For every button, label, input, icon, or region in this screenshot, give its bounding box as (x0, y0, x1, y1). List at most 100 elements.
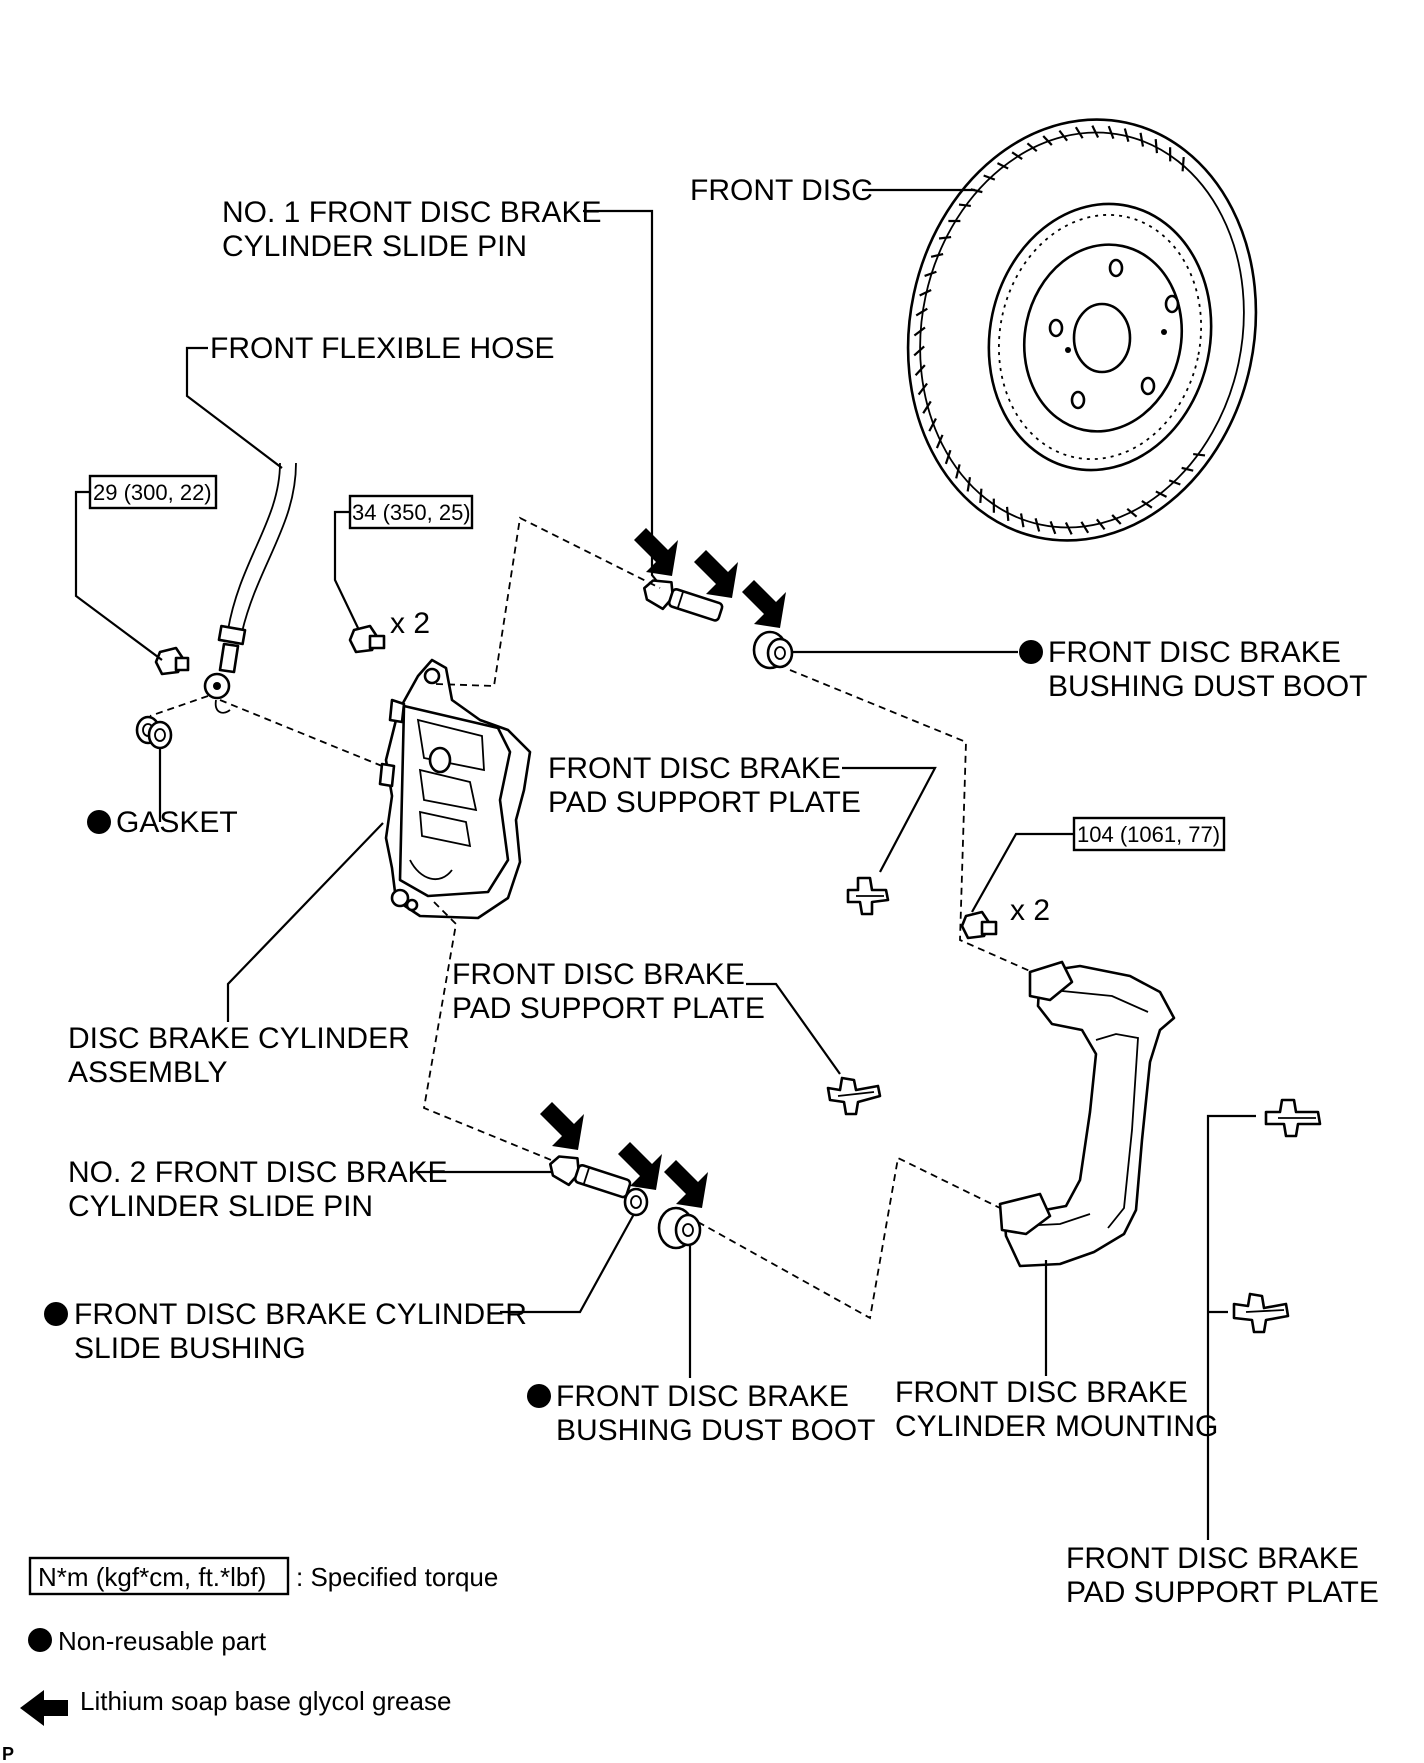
label-cylinder-assembly-line1: DISC BRAKE CYLINDER (68, 1022, 410, 1055)
disc-vent-slot (1155, 490, 1168, 498)
disc-vent-slot (1154, 139, 1159, 154)
label-slide-pin-1-line2: CYLINDER SLIDE PIN (222, 230, 527, 263)
slide-bushing (623, 1187, 649, 1217)
disc-vent-slot (1026, 142, 1038, 153)
bushing-dust-boot-top (752, 630, 794, 670)
label-support-plate-mid-line2: PAD SUPPORT PLATE (548, 786, 861, 819)
disc-vent-slot (1019, 513, 1025, 528)
torque-box-hose-bolt (88, 474, 218, 510)
legend: N*m (kgf*cm, ft.*lbf) : Specified torque… (20, 1556, 498, 1726)
disc-vent-slot (983, 174, 996, 181)
arrow-left-icon (20, 1690, 68, 1726)
disc-vent-slot (1095, 518, 1106, 531)
torque-box-mounting-bolt (1072, 816, 1226, 852)
label-cylinder-mounting-line1: FRONT DISC BRAKE (895, 1376, 1188, 1409)
pad-support-plate-lower (826, 1076, 882, 1116)
label-slide-bushing-line2: SLIDE BUSHING (74, 1332, 306, 1365)
disc-vent-slot (914, 364, 926, 376)
label-gasket: GASKET (116, 806, 238, 839)
disc-vent-slot (958, 203, 971, 208)
label-cylinder-assembly-line2: ASSEMBLY (68, 1056, 228, 1089)
cylinder-bolt (348, 624, 386, 654)
torque-mounting-bolt: 104 (1061, 77) (1077, 822, 1220, 847)
disc-vent-slot (922, 400, 932, 414)
label-slide-pin-2-line1: NO. 2 FRONT DISC BRAKE (68, 1156, 448, 1189)
disc-vent-slot (1049, 520, 1057, 535)
nonreusable-icon-dust-boot-top (1019, 640, 1043, 664)
torque-hose-bolt: 29 (300, 22) (93, 480, 212, 505)
disc-vent-slot (928, 418, 937, 432)
slide-pin-1 (642, 579, 724, 622)
disc-vent-slot (1011, 151, 1023, 160)
label-support-plate-right-line2: PAD SUPPORT PLATE (1066, 1576, 1379, 1609)
disc-vent-slot (1107, 125, 1115, 140)
front-disc (906, 118, 1258, 542)
disc-vent-slot (1111, 514, 1122, 525)
legend-nonreusable-text: Non-reusable part (58, 1626, 267, 1656)
mounting-bolt (960, 910, 998, 940)
disc-vent-slot (1074, 126, 1084, 139)
disc-vent-slot (1123, 128, 1130, 142)
grease-arrow-icon (664, 1160, 708, 1208)
disc-vent-slot (966, 477, 972, 492)
label-support-plate-mid-line1: FRONT DISC BRAKE (548, 752, 841, 785)
disc-vent-slot (1193, 452, 1206, 457)
nonreusable-icon-dust-boot-bottom (527, 1384, 551, 1408)
disc-vent-slot (1181, 156, 1185, 172)
label-slide-pin-2-line2: CYLINDER SLIDE PIN (68, 1190, 373, 1223)
disc-vent-slot (915, 307, 928, 317)
disc-vent-slot (924, 270, 937, 277)
flexible-hose (203, 462, 297, 714)
pad-support-plate-mid (846, 876, 890, 916)
disc-vent-slot (944, 449, 952, 465)
disc-vent-slot (955, 464, 961, 479)
disc-vent-slot (935, 434, 944, 449)
corner-mark: P (2, 1744, 14, 1763)
disc-vent-slot (1042, 135, 1053, 146)
disc-vent-slots (913, 125, 1206, 535)
grease-arrow-icon (694, 550, 738, 598)
slide-pin-2 (548, 1155, 632, 1199)
legend-torque-text: : Specified torque (296, 1562, 498, 1592)
disc-brake-cylinder-assembly (378, 658, 532, 920)
disc-vent-slot (930, 252, 944, 258)
disc-vent-slot (913, 345, 925, 357)
disc-vent-slot (938, 235, 952, 240)
cylinder-mounting-bracket (998, 960, 1176, 1268)
disc-vent-slot (1141, 500, 1153, 509)
disc-vent-slot (1005, 506, 1010, 521)
legend-torque-box (28, 1556, 290, 1596)
qty-mounting-bolt: x 2 (1010, 894, 1050, 927)
torque-cylinder-bolt: 34 (350, 25) (352, 500, 471, 525)
grease-arrows-top (634, 528, 786, 628)
grease-arrows-bottom (540, 1102, 708, 1208)
disc-vent-slot (917, 382, 928, 396)
disc-vent-slot (913, 326, 926, 337)
disc-vent-slot (1034, 518, 1041, 532)
label-dust-boot-bottom-line1: FRONT DISC BRAKE (556, 1380, 849, 1413)
pad-support-plate-right-bottom (1232, 1292, 1290, 1334)
disc-vent-slot (1126, 507, 1138, 518)
qty-cylinder-bolt: x 2 (390, 607, 430, 640)
grease-arrow-icon (634, 528, 678, 576)
label-cylinder-mounting-line2: CYLINDER MOUNTING (895, 1410, 1218, 1443)
disc-vent-slot (1058, 129, 1069, 142)
label-slide-pin-1-line1: NO. 1 FRONT DISC BRAKE (222, 196, 602, 229)
label-dust-boot-top-line2: BUSHING DUST BOOT (1048, 670, 1367, 703)
label-flexible-hose: FRONT FLEXIBLE HOSE (210, 332, 555, 365)
grease-arrow-icon (618, 1142, 662, 1190)
pad-support-plate-right-top (1264, 1098, 1322, 1138)
nonreusable-icon-slide-bushing (44, 1302, 68, 1326)
hose-union-bolt (154, 646, 190, 676)
grease-arrow-icon (742, 580, 786, 628)
disc-vent-slot (979, 488, 983, 504)
label-dust-boot-top-line1: FRONT DISC BRAKE (1048, 636, 1341, 669)
label-support-plate-right-line1: FRONT DISC BRAKE (1066, 1542, 1359, 1575)
disc-vent-slot (1168, 479, 1181, 486)
label-slide-bushing-line1: FRONT DISC BRAKE CYLINDER (74, 1298, 527, 1331)
label-support-plate-lower-line1: FRONT DISC BRAKE (452, 958, 745, 991)
disc-vent-slot (996, 162, 1009, 170)
disc-vent-slot (1064, 522, 1073, 535)
label-front-disc: FRONT DISC (690, 174, 873, 207)
